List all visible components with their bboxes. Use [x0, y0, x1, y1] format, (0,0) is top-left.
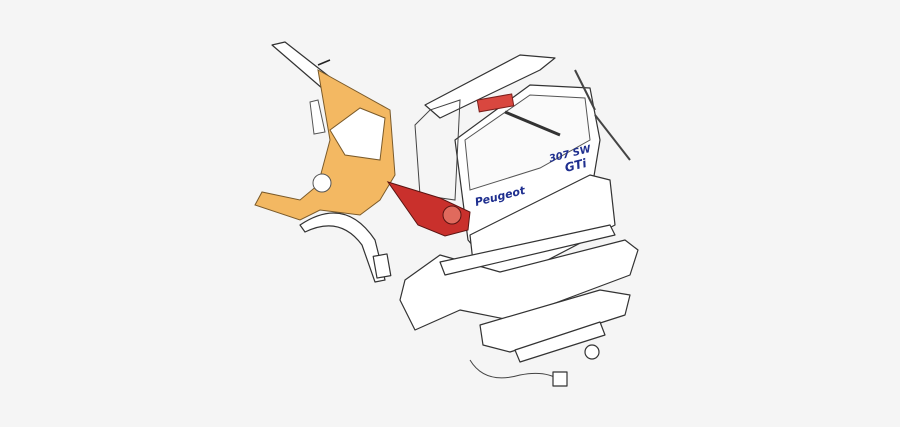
tow-ball: [584, 344, 600, 360]
quarter-glass: [309, 99, 326, 135]
tailgate-glass: [464, 94, 591, 191]
badge-trim: GTi: [563, 156, 589, 175]
fuel-filler: [312, 173, 332, 193]
rear-spoiler: [424, 54, 556, 119]
third-brake-light: [476, 93, 515, 113]
mud-flap: [372, 253, 392, 279]
lower-valance: [479, 289, 631, 353]
rear-body-frame: [414, 99, 461, 201]
bumper-beam: [439, 224, 616, 276]
quarter-window-opening: [329, 107, 386, 161]
tail-light-lens: [442, 205, 462, 225]
gas-strut-right: [594, 114, 631, 161]
roof-rail-marker: [317, 59, 331, 66]
wiring-harness: [469, 359, 561, 381]
wiper-arm: [504, 110, 561, 137]
gas-strut-left: [574, 69, 596, 111]
wheel-arch-liner: [299, 212, 386, 283]
connector: [552, 371, 568, 387]
tow-bar: [514, 321, 606, 363]
